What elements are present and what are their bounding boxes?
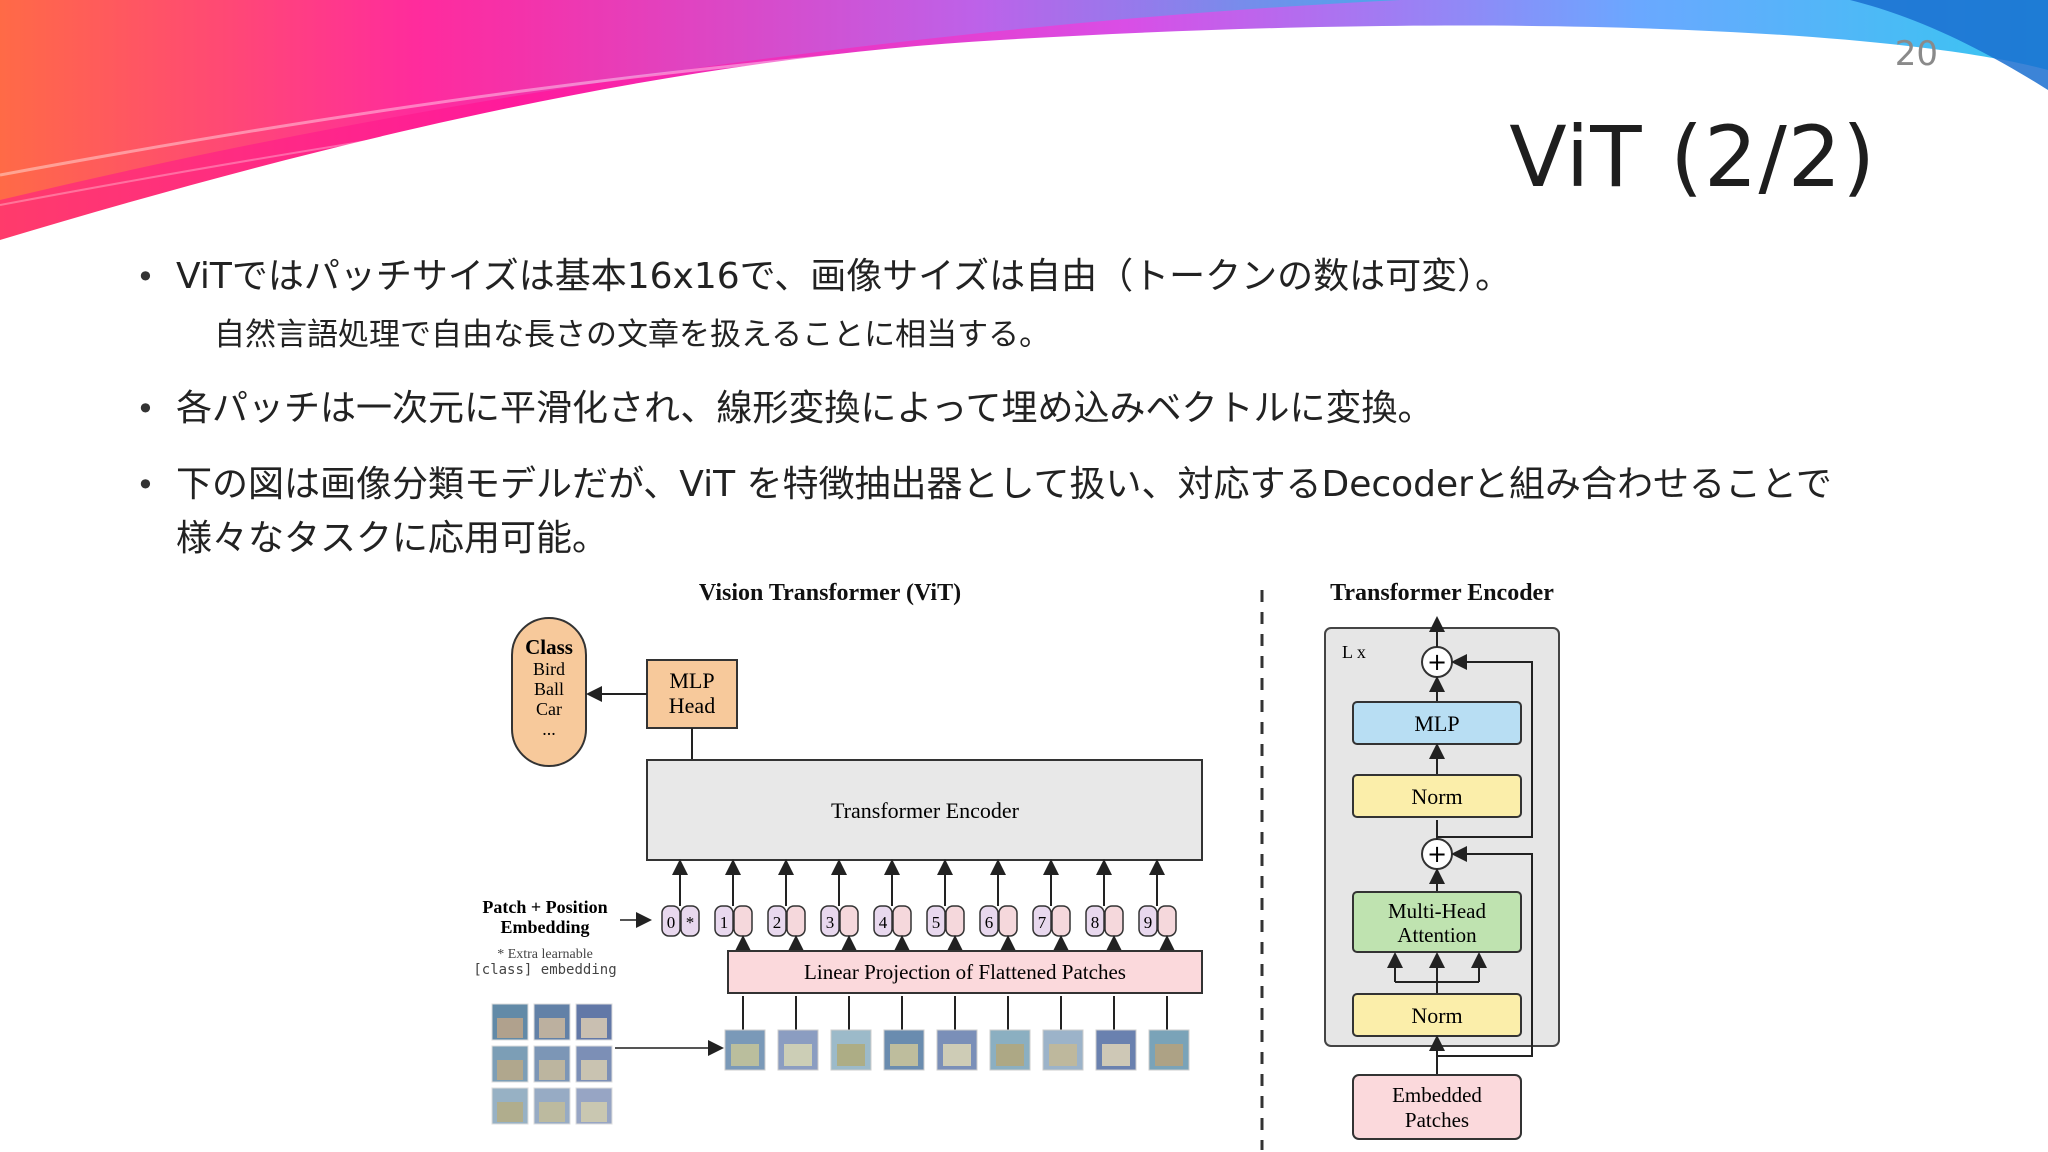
patch-token: [1157, 905, 1177, 937]
right-diagram-title: Transformer Encoder: [1330, 580, 1554, 606]
embedding-label-line2: Embedding: [500, 917, 589, 937]
attention-line1: Multi-Head: [1388, 899, 1486, 923]
position-number: 5: [932, 913, 941, 932]
bullet-dot-icon: •: [136, 466, 155, 504]
bullet-text: ViTではパッチサイズは基本16x16で、画像サイズは自由（トークンの数は可変）…: [176, 256, 1512, 297]
grid-patch-detail: [581, 1060, 607, 1080]
class-title: Class: [525, 635, 573, 659]
bullet-subtext: 自然言語処理で自由な長さの文章を扱えることに相当する。: [214, 317, 1051, 353]
embedded-patches-box: [1352, 1074, 1522, 1140]
class-token: [680, 905, 700, 937]
token-row: 0 * 1 2 3 4 5 6 7 8 9: [661, 859, 1177, 951]
patch-row: [724, 996, 1190, 1071]
position-token: [820, 905, 840, 937]
image-patch-detail: [996, 1044, 1024, 1066]
position-token: [979, 905, 999, 937]
embedded-line1: Embedded: [1392, 1083, 1482, 1107]
grid-patch-detail: [581, 1102, 607, 1122]
class-item: Car: [536, 699, 562, 719]
position-token: [714, 905, 734, 937]
norm-box-top: [1352, 774, 1522, 818]
repeat-label: L x: [1342, 642, 1366, 662]
position-number: 7: [1038, 913, 1047, 932]
norm-label-bottom: Norm: [1411, 1003, 1462, 1028]
class-item: Ball: [534, 679, 564, 699]
bullet-text: 下の図は画像分類モデルだが、ViT を特徴抽出器として扱い、対応するDecode…: [176, 464, 1832, 559]
linear-projection-label: Linear Projection of Flattened Patches: [804, 960, 1126, 984]
position-token: [1085, 905, 1105, 937]
patch-token: [1051, 905, 1071, 937]
embedding-label-line1: Patch + Position: [482, 897, 607, 917]
grid-patch-detail: [497, 1102, 523, 1122]
position-token: [1032, 905, 1052, 937]
image-patch-detail: [784, 1044, 812, 1066]
position-number: 3: [826, 913, 835, 932]
position-token: [661, 905, 681, 937]
image-patch-detail: [1049, 1044, 1077, 1066]
image-patch-detail: [837, 1044, 865, 1066]
image-patch-detail: [1155, 1044, 1183, 1066]
bullet-item: • 下の図は画像分類モデルだが、ViT を特徴抽出器として扱い、対応するDeco…: [134, 458, 1894, 566]
extra-note-line1: * Extra learnable: [497, 947, 593, 962]
position-number: 6: [985, 913, 994, 932]
position-token: [926, 905, 946, 937]
bullet-item: • ViTではパッチサイズは基本16x16で、画像サイズは自由（トークンの数は可…: [134, 250, 1894, 304]
grid-patch-detail: [539, 1102, 565, 1122]
mlp-head-line1: MLP: [669, 668, 714, 693]
patch-token: [945, 905, 965, 937]
patch-token: [839, 905, 859, 937]
add-symbol: +: [1427, 840, 1447, 868]
patch-token: [786, 905, 806, 937]
position-token: [767, 905, 787, 937]
transformer-encoder-label: Transformer Encoder: [831, 798, 1020, 823]
left-diagram-title: Vision Transformer (ViT): [699, 580, 961, 606]
grid-patch-detail: [539, 1018, 565, 1038]
embedded-line2: Patches: [1405, 1108, 1469, 1132]
bullet-list: • ViTではパッチサイズは基本16x16で、画像サイズは自由（トークンの数は可…: [134, 250, 1894, 566]
position-number: 1: [720, 913, 729, 932]
grid-patch-detail: [581, 1018, 607, 1038]
patch-token: [733, 905, 753, 937]
position-number: 0: [667, 913, 676, 932]
bullet-item: • 各パッチは一次元に平滑化され、線形変換によって埋め込みベクトルに変換。: [134, 382, 1894, 436]
mlp-head-line2: Head: [669, 693, 715, 718]
bullet-dot-icon: •: [136, 258, 155, 296]
decorative-swoosh: [0, 0, 2048, 240]
extra-note-line2: [class] embedding: [473, 962, 616, 978]
position-number: 2: [773, 913, 782, 932]
position-token: [873, 905, 893, 937]
attention-line2: Attention: [1397, 923, 1477, 947]
linear-projection-box: [727, 950, 1203, 994]
class-token-mark: *: [686, 913, 695, 932]
slide-title: ViT (2/2): [1509, 108, 1876, 206]
position-number: 8: [1091, 913, 1100, 932]
transformer-encoder-box: [646, 759, 1203, 861]
position-number: 9: [1144, 913, 1153, 932]
image-patch-detail: [731, 1044, 759, 1066]
patch-token: [998, 905, 1018, 937]
image-patch-detail: [890, 1044, 918, 1066]
bullet-text: 各パッチは一次元に平滑化され、線形変換によって埋め込みベクトルに変換。: [176, 388, 1434, 429]
bullet-dot-icon: •: [136, 390, 155, 428]
grid-patch-detail: [539, 1060, 565, 1080]
position-token: [1138, 905, 1158, 937]
patch-token: [1104, 905, 1124, 937]
image-grid: [491, 1003, 613, 1125]
grid-patch-detail: [497, 1060, 523, 1080]
page-number: 20: [1894, 34, 1938, 74]
add-symbol: +: [1427, 648, 1447, 676]
class-item: Bird: [533, 659, 565, 679]
class-item: ...: [542, 719, 556, 739]
image-patch-detail: [1102, 1044, 1130, 1066]
image-patch-detail: [943, 1044, 971, 1066]
position-number: 4: [879, 913, 888, 932]
mlp-label: MLP: [1414, 711, 1459, 736]
norm-label-top: Norm: [1411, 784, 1462, 809]
patch-token: [892, 905, 912, 937]
grid-patch-detail: [497, 1018, 523, 1038]
vit-architecture-diagram: Vision Transformer (ViT) Transformer Enc…: [473, 580, 1560, 1150]
